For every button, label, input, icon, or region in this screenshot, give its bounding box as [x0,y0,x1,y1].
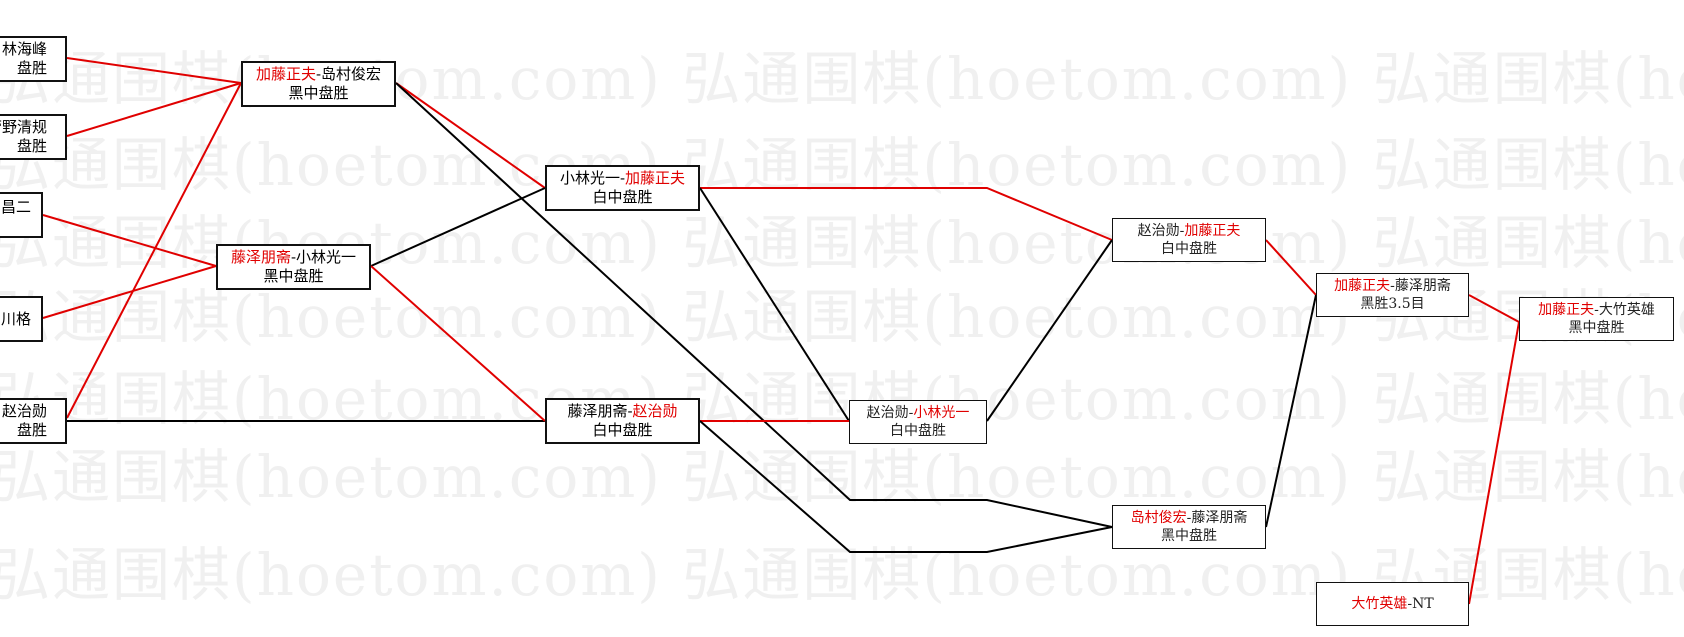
connector-line [700,187,1113,241]
match-result: 黑胜3.5目 [1360,296,1425,312]
match-players: 赵治勋-加藤正夫 [1138,222,1241,240]
match-players: 大竹英雄-NT [1351,595,1433,613]
match-result: 黑中盘胜 [288,84,349,102]
player-name: 昌二 [0,198,31,216]
player-winner: 小林光一 [913,405,970,421]
match-players: 藤泽朋斋-赵治勋 [567,402,677,421]
player-winner: 赵治勋 [632,402,678,420]
player-name: 川格 [0,309,31,328]
player-loser: 小林光一 [296,248,357,266]
match-result: 白中盘胜 [1161,241,1217,257]
player-loser: 岛村俊宏 [321,65,382,83]
match-players: 赵治勋-小林光一 [867,404,970,422]
player-winner: 藤泽朋斋 [230,248,291,266]
left-edge-match-box: 林海峰 盘胜 [0,36,67,82]
separator: - [1179,223,1185,239]
separator: - [619,169,626,187]
match-result: 黑中盘胜 [263,267,324,285]
match-players: 藤泽朋斋-小林光一 [231,248,356,267]
player-name: 赵治勋 [1,402,47,420]
player-loser: NT [1412,596,1434,612]
connector-line [395,82,546,189]
connector-line [66,82,242,137]
player-loser: 大竹英雄 [1598,302,1655,318]
player-winner: 加藤正夫 [255,65,316,83]
separator: - [1390,278,1395,294]
match-box-r2-b: 藤泽朋斋-赵治勋 白中盘胜 [545,398,700,444]
match-box-r4-a: 赵治勋-加藤正夫 白中盘胜 [1112,218,1266,262]
match-result: 黑中盘胜 [1568,320,1625,336]
player-winner: 加藤正夫 [1538,302,1595,318]
separator: - [1407,596,1413,612]
separator: - [627,402,633,420]
player-loser: 藤泽朋斋 [1191,510,1248,526]
match-box-r5-a: 加藤正夫-藤泽朋斋 黑胜3.5目 [1316,273,1469,317]
left-edge-match-box: 赵治勋 盘胜 [0,398,67,444]
connector-line [1265,239,1317,296]
connector-line [370,187,546,267]
player-loser: 藤泽朋斋 [1394,278,1451,294]
connector-line [66,82,242,419]
connector-line [370,265,546,422]
separator: - [1594,302,1599,318]
match-players: 小林光一-加藤正夫 [560,169,685,188]
match-box-r1-a: 加藤正夫-岛村俊宏 黑中盘胜 [241,61,396,107]
connector-line [42,265,217,319]
connector-line [699,187,850,422]
player-loser: 藤泽朋斋 [567,402,628,420]
match-box-r2-a: 小林光一-加藤正夫 白中盘胜 [545,165,700,211]
connector-line [395,82,1113,528]
left-edge-match-box: 昌二 [0,192,43,238]
player-loser: 赵治勋 [866,405,909,421]
separator: - [1186,510,1192,526]
match-result: 白中盘胜 [890,423,946,439]
match-box-final: 加藤正夫-大竹英雄 黑中盘胜 [1519,297,1674,341]
match-box-r3-a: 赵治勋-小林光一 白中盘胜 [849,400,987,444]
left-edge-match-box: 菅野清规 盘胜 [0,114,67,160]
separator: - [290,248,297,266]
match-result: 黑中盘胜 [1161,528,1217,544]
match-players: 加藤正夫-岛村俊宏 [256,65,381,84]
left-edge-match-box: 川格 [0,296,43,342]
match-result: 白中盘胜 [592,421,653,439]
match-box-r1-b: 藤泽朋斋-小林光一 黑中盘胜 [216,244,371,290]
separator: - [315,65,322,83]
match-result: 白中盘胜 [592,188,653,206]
separator: - [908,405,914,421]
connector-line [1265,294,1317,528]
result-text: 盘胜 [16,137,47,155]
match-players: 加藤正夫-藤泽朋斋 [1334,277,1451,295]
match-box-r5-b: 大竹英雄-NT [1316,582,1469,626]
connector-line [1468,294,1520,323]
connector-line [66,57,242,84]
player-winner: 加藤正夫 [1334,278,1391,294]
player-loser: 赵治勋 [1137,223,1180,239]
player-name: 菅野清规 [0,118,47,136]
result-text: 盘胜 [16,59,47,77]
match-players: 加藤正夫-大竹英雄 [1538,301,1655,319]
player-winner: 岛村俊宏 [1130,510,1187,526]
player-name: 林海峰 [1,40,47,58]
connector-line [699,420,1113,553]
match-box-r4-b: 岛村俊宏-藤泽朋斋 黑中盘胜 [1112,505,1266,549]
player-winner: 加藤正夫 [1184,223,1241,239]
connector-line [42,214,217,267]
connector-line [1468,321,1520,605]
player-winner: 大竹英雄 [1351,596,1408,612]
connector-line [986,239,1113,422]
match-players: 岛村俊宏-藤泽朋斋 [1131,509,1248,527]
player-winner: 加藤正夫 [625,169,686,187]
player-loser: 小林光一 [559,169,620,187]
result-text: 盘胜 [16,421,47,439]
